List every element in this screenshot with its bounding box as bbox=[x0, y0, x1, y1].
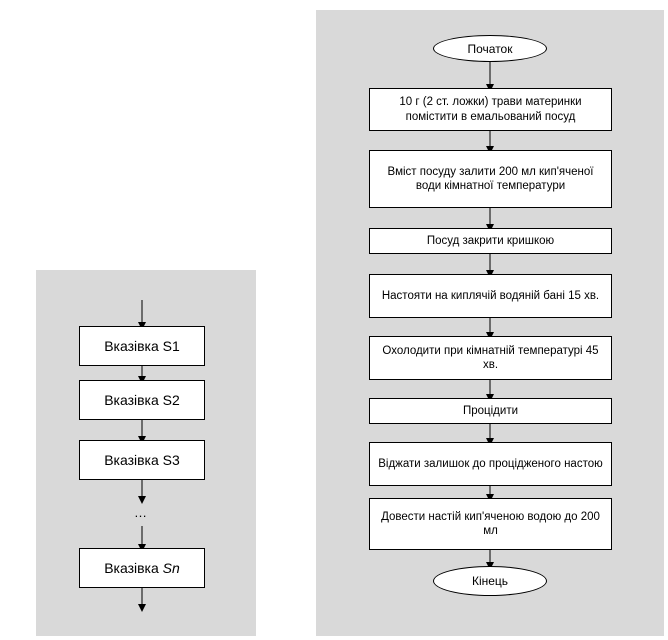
end-terminal: Кінець bbox=[433, 566, 547, 596]
left-ellipsis: … bbox=[134, 505, 147, 520]
start-terminal: Початок bbox=[433, 35, 547, 62]
right-step-2: Вміст посуду залити 200 мл кип'яченої во… bbox=[369, 150, 612, 208]
left-step-sn-label: Вказівка Sn bbox=[104, 560, 180, 576]
right-step-4: Настояти на киплячій водяній бані 15 хв. bbox=[369, 274, 612, 318]
left-step-label: Вказівка S3 bbox=[104, 452, 180, 468]
right-step-3: Посуд закрити кришкою bbox=[369, 228, 612, 254]
left-step-sn: Вказівка Sn bbox=[79, 548, 205, 588]
left-step-s2: Вказівка S2 bbox=[79, 380, 205, 420]
left-step-s3: Вказівка S3 bbox=[79, 440, 205, 480]
right-step-8: Довести настій кип'яченою водою до 200 м… bbox=[369, 498, 612, 550]
left-step-s1: Вказівка S1 bbox=[79, 326, 205, 366]
right-step-1: 10 г (2 ст. ложки) трави материнки поміс… bbox=[369, 88, 612, 131]
right-step-6: Процідити bbox=[369, 398, 612, 424]
right-step-7: Віджати залишок до процідженого настою bbox=[369, 442, 612, 486]
left-step-label: Вказівка S2 bbox=[104, 392, 180, 408]
right-step-5: Охолодити при кімнатній температурі 45 х… bbox=[369, 336, 612, 380]
left-step-label: Вказівка S1 bbox=[104, 338, 180, 354]
